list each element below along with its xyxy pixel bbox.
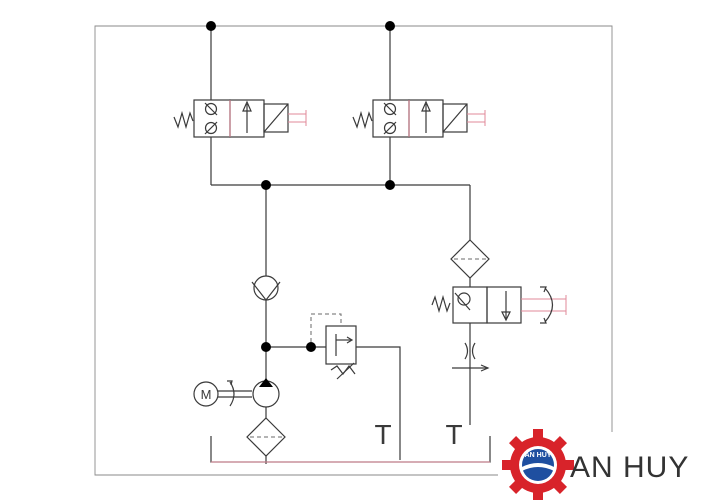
throttle-orifice xyxy=(452,342,490,372)
brand-logo: AN HUY AN HUY xyxy=(502,429,689,500)
motor-label: M xyxy=(201,387,212,402)
hydraulic-pump xyxy=(252,378,280,408)
junction-dots xyxy=(206,21,395,352)
manual-valve xyxy=(431,286,567,324)
tank-symbol-2: T xyxy=(445,419,462,450)
check-valve xyxy=(251,275,281,301)
tank-symbol-1: T xyxy=(374,419,391,450)
pressure-lines xyxy=(210,26,471,464)
logo-mini-text: AN HUY xyxy=(525,452,552,459)
relief-valve xyxy=(310,313,401,460)
gear-icon: AN HUY xyxy=(502,429,574,500)
suction-filter xyxy=(246,417,286,457)
pressure-filter xyxy=(450,239,490,279)
directional-valve-2 xyxy=(352,99,486,138)
tank-return-symbols: T T xyxy=(374,419,462,450)
reservoir-tank xyxy=(210,436,491,463)
brand-name: AN HUY xyxy=(570,451,689,484)
directional-valve-1 xyxy=(173,99,307,138)
boundary-frame xyxy=(94,25,613,476)
electric-motor: M xyxy=(193,380,252,407)
